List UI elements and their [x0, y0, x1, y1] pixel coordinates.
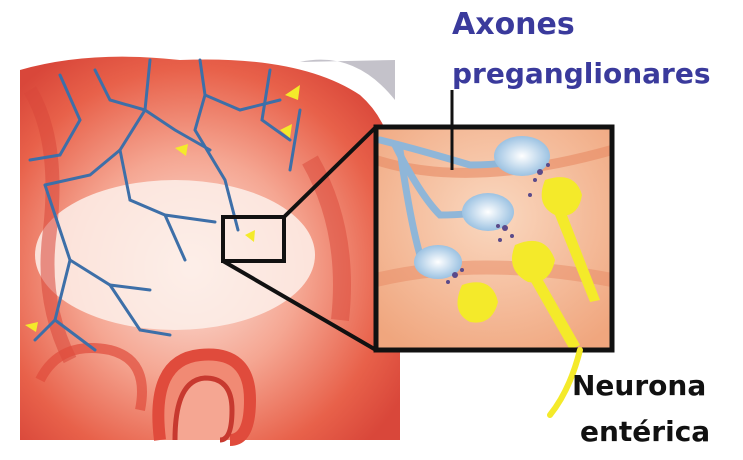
- neuron-label-line2: entérica: [580, 418, 710, 446]
- zoom-inset: [376, 90, 612, 350]
- axon-label-line1: Axones: [452, 10, 575, 40]
- neuron-label-line1: Neurona: [572, 372, 706, 400]
- axon-label-line2: preganglionares: [452, 60, 710, 88]
